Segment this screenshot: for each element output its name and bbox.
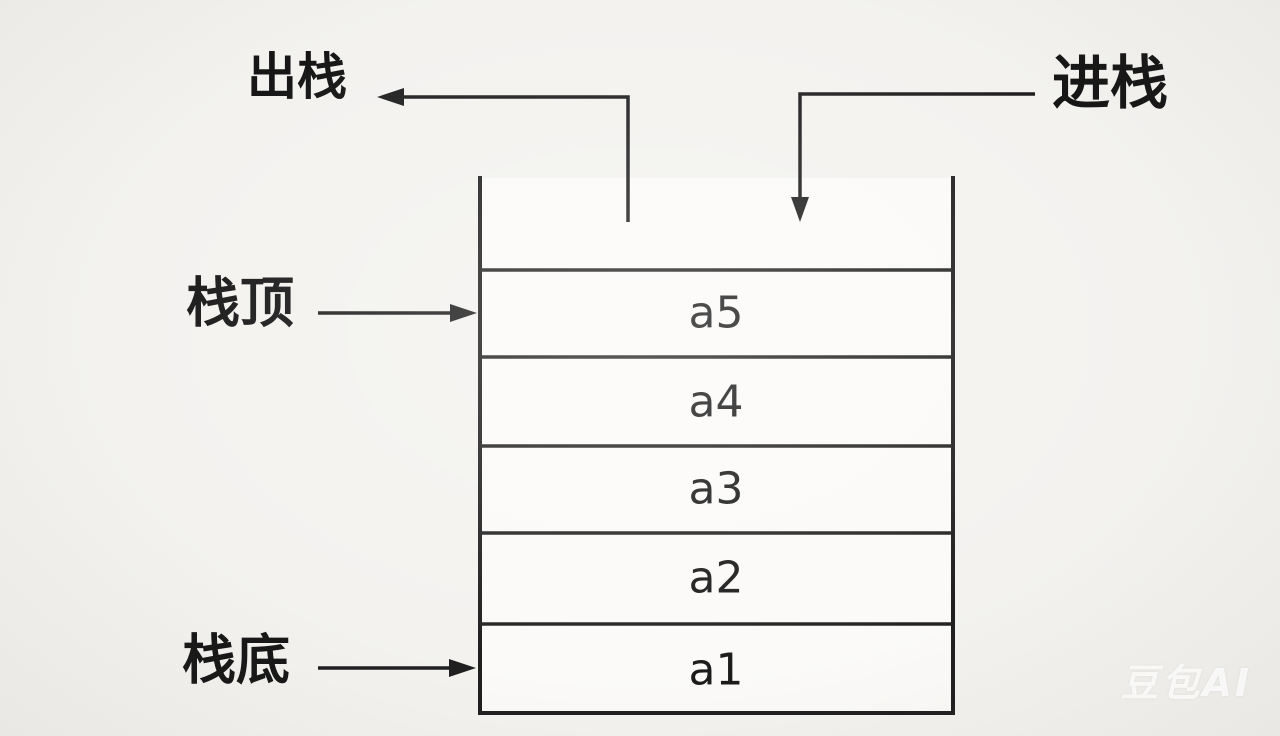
pop-arrowhead-left-icon [377, 88, 404, 106]
stack-bottom-arrowhead-right-icon [449, 659, 476, 677]
stack-top-arrow [318, 304, 477, 322]
push-arrow-line [798, 92, 1035, 199]
watermark: 豆包AI [1120, 661, 1252, 705]
pop-arrow [377, 88, 630, 222]
stack-bottom-label: 栈底 [182, 629, 290, 692]
pop-arrow-line [403, 95, 630, 222]
stack-item-label: a1 [689, 645, 744, 696]
stack-top-arrowhead-right-icon [450, 304, 477, 322]
stack-item-label: a5 [689, 288, 744, 339]
stack-item-label: a2 [689, 553, 744, 604]
stack-row-dividers [480, 268, 951, 626]
push-label: 进栈 [1052, 49, 1168, 117]
push-arrowhead-down-icon [791, 197, 809, 222]
stack-item-label: a4 [689, 377, 744, 428]
stack-top-label: 栈顶 [186, 272, 294, 335]
push-arrow [791, 92, 1035, 222]
pop-label: 出栈 [247, 48, 347, 106]
stack-bottom-arrow [318, 659, 476, 677]
stack-item-label: a3 [689, 464, 744, 515]
